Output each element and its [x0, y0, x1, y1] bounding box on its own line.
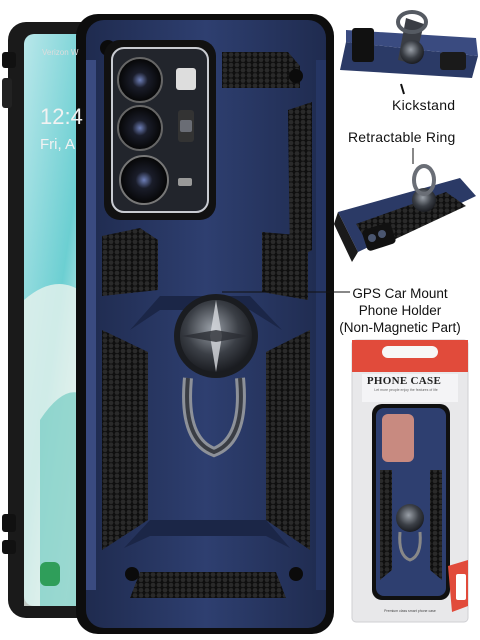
phone-case-back [76, 14, 334, 634]
corner-bumper [289, 567, 303, 581]
gps-car-mount-label: GPS Car Mount Phone Holder (Non-Magnetic… [320, 285, 480, 336]
kickstand-label: Kickstand [392, 97, 456, 113]
retractable-ring-photo [334, 148, 476, 262]
honeycomb-grip [262, 232, 308, 300]
phone-carrier-text: Verizon W [42, 48, 79, 57]
package-title: PHONE CASE [366, 375, 442, 387]
corner-bumper [289, 69, 303, 83]
camera-module [104, 40, 216, 220]
gps-label-line: Phone Holder [358, 303, 442, 318]
retail-package [351, 339, 469, 623]
honeycomb-grip [102, 228, 158, 296]
phone-clock-text: 12:4 [40, 104, 83, 129]
phone-date-text: Fri, A [40, 136, 76, 153]
honeycomb-grip [288, 102, 312, 262]
package-footer: Premium class smart phone case [384, 609, 436, 613]
honeycomb-grip [102, 330, 148, 550]
ring-holder [174, 294, 258, 458]
retractable-ring-label: Retractable Ring [348, 129, 456, 145]
honeycomb-grip [130, 572, 286, 598]
gps-label-line: (Non-Magnetic Part) [339, 320, 461, 335]
kickstand-photo [340, 10, 478, 95]
honeycomb-grip [222, 52, 300, 88]
honeycomb-grip [266, 330, 310, 550]
corner-bumper [125, 567, 139, 581]
package-subtitle: Let more people enjoy the features of li… [374, 388, 438, 392]
gps-label-line: GPS Car Mount [352, 286, 448, 301]
phone-app-icon [40, 562, 60, 586]
